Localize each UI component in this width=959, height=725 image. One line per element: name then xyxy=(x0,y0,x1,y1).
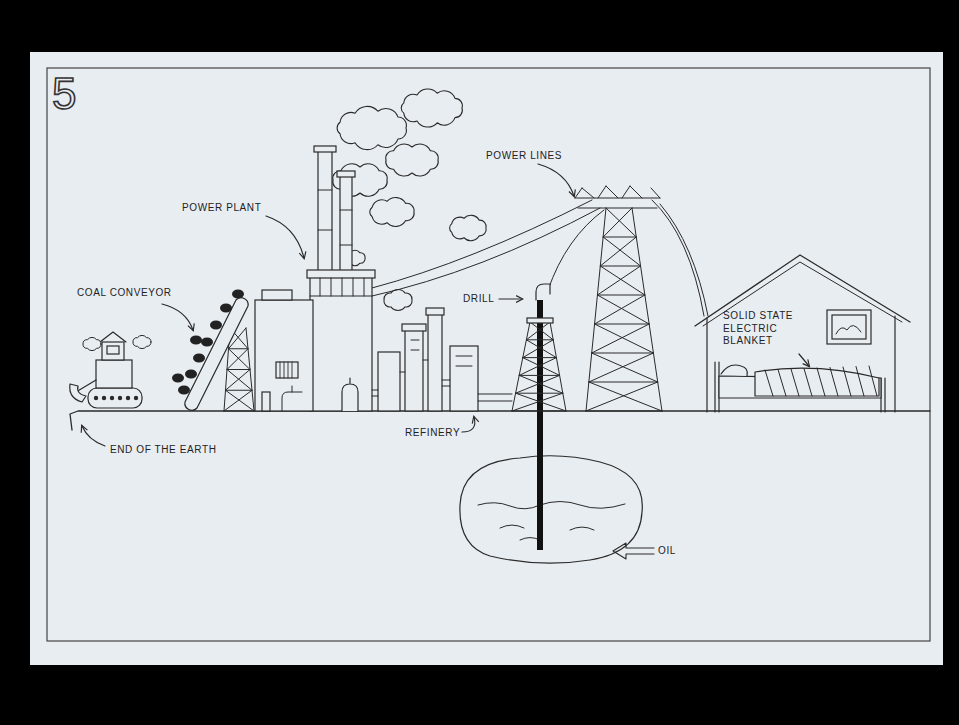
picture-frame xyxy=(827,310,871,344)
exhaust-puff xyxy=(133,335,151,348)
refinery-pipes xyxy=(478,394,512,401)
picture xyxy=(832,315,866,339)
refinery-pipes xyxy=(372,390,378,396)
frame xyxy=(47,68,930,641)
chimney-cap xyxy=(337,171,355,177)
drill-head xyxy=(536,284,550,300)
bulldozer-body xyxy=(96,360,132,388)
power-line xyxy=(652,200,704,316)
coal-lump xyxy=(220,304,232,313)
smoke-cloud xyxy=(450,215,487,240)
part-label: POWER PLANT xyxy=(182,202,261,214)
cab-window xyxy=(107,346,119,354)
smoke-cloud xyxy=(401,89,462,127)
smoke-cloud xyxy=(337,106,406,149)
plant-building xyxy=(310,275,372,411)
bulldozer-cab xyxy=(102,342,124,360)
tread-wheel xyxy=(102,396,106,400)
transmission-tower xyxy=(586,208,662,411)
plant-annex xyxy=(255,300,313,411)
coal-lump xyxy=(185,370,197,379)
leader-arrow xyxy=(462,417,475,432)
oil-wave xyxy=(500,525,594,540)
picture-scene xyxy=(836,325,861,334)
power-line xyxy=(372,200,592,288)
plant-door xyxy=(262,392,270,411)
oil-arrow xyxy=(613,543,654,559)
chimney xyxy=(340,175,352,275)
power-line xyxy=(548,210,604,290)
node-text: SOLID STATE ELECTRIC BLANKET xyxy=(723,310,807,348)
tread-wheel xyxy=(118,396,122,400)
plant-window xyxy=(276,362,298,378)
cab-roof xyxy=(100,332,126,342)
column-cap xyxy=(426,308,444,315)
coal-lump xyxy=(190,336,202,345)
part-label: END OF THE EARTH xyxy=(110,444,216,456)
refinery-column xyxy=(428,314,442,411)
house: SOLID STATE ELECTRIC BLANKET xyxy=(695,250,910,412)
coal-lump xyxy=(178,386,190,395)
derrick-platform xyxy=(527,318,553,323)
coal-lump xyxy=(232,290,244,299)
plant-columns xyxy=(310,278,372,296)
refinery-column xyxy=(405,330,423,411)
part-label: REFINERY xyxy=(405,427,460,439)
coal-hopper xyxy=(262,290,292,300)
plant-tank xyxy=(342,378,358,411)
sleeper-head xyxy=(721,365,747,376)
coal-lump xyxy=(193,354,205,363)
plant-parapet xyxy=(307,270,375,278)
tread-wheel xyxy=(126,396,130,400)
refinery-tank xyxy=(378,352,400,411)
chimney xyxy=(318,150,332,275)
part-label: DRILL xyxy=(463,293,494,305)
smoke-cloud xyxy=(386,144,438,176)
blanket-stripes xyxy=(765,366,877,396)
oil-pool xyxy=(460,456,642,563)
window-bars xyxy=(280,362,292,378)
coal-lump xyxy=(201,338,213,347)
part-label: POWER LINES xyxy=(486,150,562,162)
exhaust-puff xyxy=(83,337,101,350)
chimney-band xyxy=(318,190,352,245)
column-cap xyxy=(402,324,426,331)
power-line xyxy=(660,204,708,316)
leader-arrow xyxy=(538,164,574,196)
conveyor-belt xyxy=(185,298,248,410)
plant-pipe xyxy=(282,386,302,411)
tread-wheel xyxy=(134,396,138,400)
leader-arrow xyxy=(499,298,522,299)
tread-wheel xyxy=(94,396,98,400)
paper xyxy=(30,52,943,665)
refinery-pipes xyxy=(400,340,472,386)
drill-pipe xyxy=(537,300,543,550)
ground-line xyxy=(70,411,930,430)
coal-lump xyxy=(210,321,222,330)
leader-arrow xyxy=(266,216,304,258)
tower-crossarm xyxy=(575,186,660,208)
leader-arrow xyxy=(82,426,105,446)
part-label: COAL CONVEYOR xyxy=(77,287,172,299)
blade-arm xyxy=(76,380,96,392)
bed-post xyxy=(715,362,885,412)
coal-lump xyxy=(172,374,184,383)
bulldozer-blade xyxy=(70,384,86,402)
leader-arrow xyxy=(162,304,193,330)
leader-arrow xyxy=(799,354,809,366)
drill-derrick xyxy=(512,322,566,411)
tread xyxy=(88,388,142,408)
tread-wheel xyxy=(110,396,114,400)
chimney-cap xyxy=(314,146,336,152)
node-text-box: SOLID STATE ELECTRIC BLANKET xyxy=(723,310,807,348)
callout-number: 5 xyxy=(52,72,76,116)
smoke-cloud xyxy=(370,198,414,227)
part-label: OIL xyxy=(658,545,676,557)
oil-surface xyxy=(478,502,625,509)
